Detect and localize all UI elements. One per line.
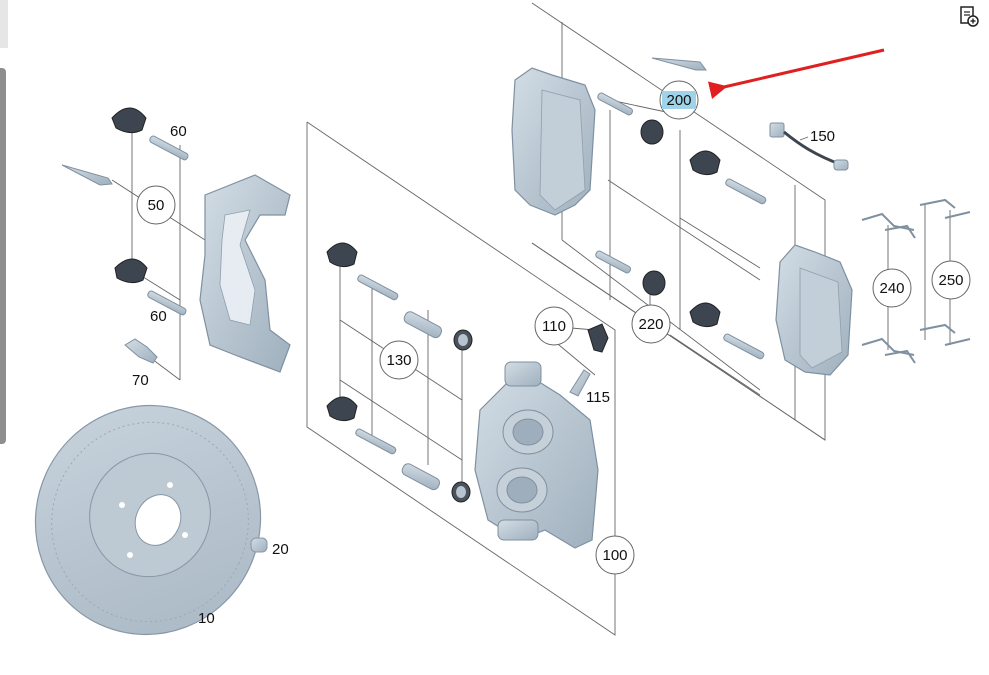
label-10[interactable]: 10 [198,610,215,627]
svg-text:240: 240 [879,280,904,297]
callout-240[interactable]: 240 [872,268,912,308]
label-60-bottom[interactable]: 60 [150,308,167,325]
label-70[interactable]: 70 [132,372,149,389]
callout-100[interactable]: 100 [595,535,635,575]
svg-text:220: 220 [638,316,663,333]
wear-sensor-wedge-left [61,164,113,186]
svg-text:50: 50 [148,197,165,214]
label-20[interactable]: 20 [272,541,289,558]
caps-220 [640,119,721,328]
callout-220[interactable]: 220 [631,304,671,344]
pointer-arrow [707,48,885,100]
label-60-top[interactable]: 60 [170,123,187,140]
label-150[interactable]: 150 [810,128,835,145]
callout-50[interactable]: 50 [136,185,176,225]
svg-text:200: 200 [666,92,691,109]
callout-130[interactable]: 130 [379,340,419,380]
document-add-icon[interactable] [958,5,980,27]
caliper-bolts [355,274,443,491]
callout-200[interactable]: 200 [659,80,699,120]
disc-screw [250,537,268,553]
callout-250[interactable]: 250 [931,260,971,300]
sensor-plug [587,323,609,353]
guide-bushings-left [111,107,148,284]
callout-110[interactable]: 110 [534,306,574,346]
caliper-housing [474,361,599,549]
brake-pad-outer [775,244,853,376]
wear-sensor-wedge-top [651,57,707,71]
wear-sensor-cable [769,122,849,171]
svg-text:130: 130 [386,352,411,369]
left-edge-tab [0,0,8,48]
bleed-valve [569,369,591,397]
caliper-carrier [199,174,291,373]
svg-text:110: 110 [542,318,566,335]
brake-disc [34,404,262,636]
label-115[interactable]: 115 [586,389,610,406]
pad-pins-top [595,92,767,360]
anti-rattle-springs [861,198,971,364]
svg-text:100: 100 [602,547,627,564]
guide-sleeves-130 [326,242,473,503]
svg-text:250: 250 [938,272,963,289]
scrollbar-handle[interactable] [0,68,6,444]
carrier-bolts [124,135,189,364]
brake-pad-inner [511,67,596,216]
